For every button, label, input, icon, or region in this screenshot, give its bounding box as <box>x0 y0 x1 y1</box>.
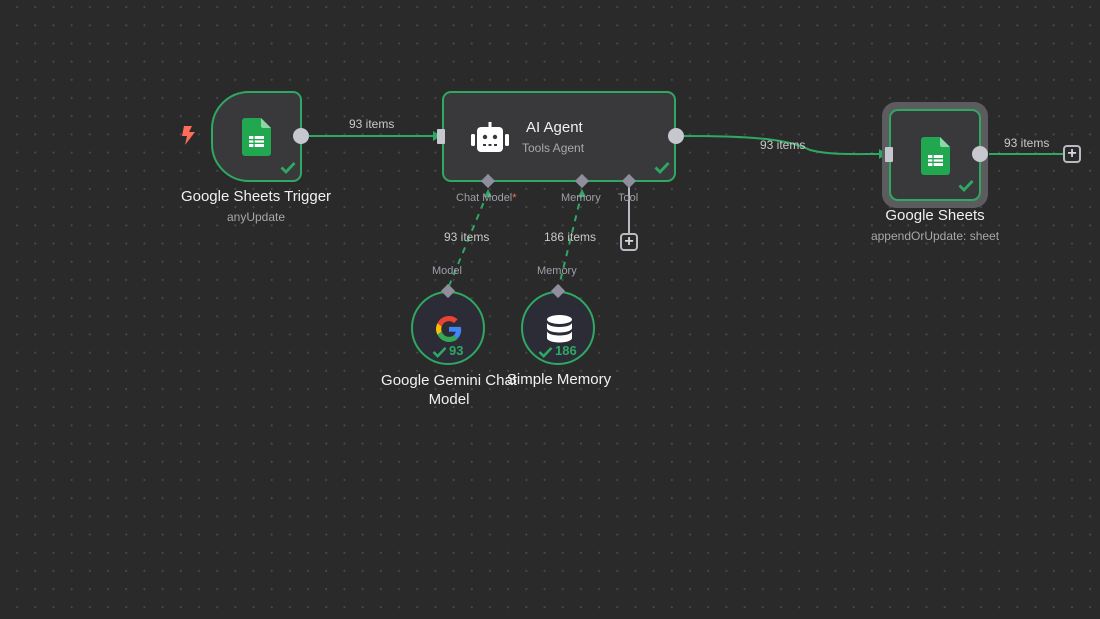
success-check-icon <box>654 161 670 179</box>
google-icon <box>436 316 462 347</box>
trigger-subtitle: anyUpdate <box>226 210 286 224</box>
edge-label-sheets-out: 93 items <box>1004 136 1050 150</box>
add-tool-button[interactable]: + <box>620 233 638 251</box>
edge-label-agent-sheets: 93 items <box>760 138 806 152</box>
trigger-title: Google Sheets Trigger <box>180 188 332 205</box>
node-ai-agent[interactable]: AI Agent Tools Agent <box>442 91 676 182</box>
required-marker: * <box>512 192 517 204</box>
add-node-button[interactable]: + <box>1063 145 1081 163</box>
agent-input-handle[interactable] <box>437 129 445 144</box>
sheets-input-handle[interactable] <box>885 147 893 162</box>
agent-title: AI Agent <box>526 119 583 136</box>
node-simple-memory[interactable]: 186 <box>521 291 595 365</box>
chat-model-label: Chat Model <box>456 192 513 204</box>
memory-port-label: Memory <box>537 265 577 277</box>
memory-title: Simple Memory <box>506 371 612 388</box>
success-check-icon <box>538 345 553 363</box>
node-google-sheets[interactable] <box>889 109 981 201</box>
google-sheets-icon <box>242 118 271 161</box>
edge-label-memory-agent: 186 items <box>544 230 597 244</box>
sheets-output-handle[interactable] <box>972 146 988 162</box>
google-sheets-icon <box>921 137 950 180</box>
port-label-chat-model: Chat Model* <box>456 192 517 204</box>
gemini-title-line2: Model <box>428 391 470 408</box>
port-label-memory: Memory <box>561 192 601 204</box>
success-check-icon <box>958 179 974 197</box>
agent-subtitle: Tools Agent <box>522 141 585 155</box>
trigger-output-handle[interactable] <box>293 128 309 144</box>
database-icon <box>547 315 572 348</box>
memory-item-count: 186 <box>555 343 577 358</box>
edge-label-gemini-agent: 93 items <box>444 230 490 244</box>
sheets-title: Google Sheets <box>885 207 985 224</box>
trigger-bolt-icon <box>180 125 197 151</box>
gemini-title-line1: Google Gemini Chat <box>381 372 517 389</box>
sheets-subtitle: appendOrUpdate: sheet <box>870 229 1000 243</box>
port-label-tool: Tool <box>618 192 639 204</box>
robot-icon <box>471 122 509 158</box>
gemini-port-label: Model <box>432 265 462 277</box>
edge-label-trigger-agent: 93 items <box>349 117 395 131</box>
node-google-gemini-chat-model[interactable]: 93 <box>411 291 485 365</box>
success-check-icon <box>432 345 447 363</box>
node-google-sheets-trigger[interactable] <box>211 91 302 182</box>
agent-output-handle[interactable] <box>668 128 684 144</box>
gemini-title: Google Gemini Chat Model <box>349 371 549 409</box>
success-check-icon <box>280 161 296 179</box>
gemini-item-count: 93 <box>449 343 464 358</box>
